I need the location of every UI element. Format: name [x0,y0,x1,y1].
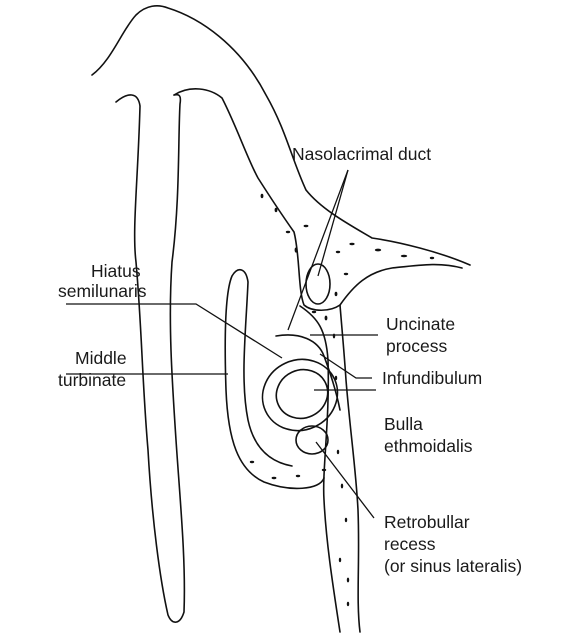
label-uncinate-line-2: process [386,336,448,356]
bone-speck [304,225,309,227]
bone-speck [401,255,407,257]
bone-speck [349,243,354,245]
bone-speck [347,578,349,583]
leader-nasolacrimal-duct [318,170,348,276]
label-bulla-line-1: Bulla [384,414,423,434]
bone-speck [295,247,298,252]
label-middle-turbinate-line-1: Middle [75,348,127,368]
bone-speck [286,231,290,233]
bulla-ethmoidalis-inner [268,361,335,426]
bone-speck [296,475,300,477]
label-hiatus-line-1: Hiatus [91,261,141,281]
label-retrobullar-line-2: recess [384,534,436,554]
bone-speck [333,334,335,339]
bone-speck [250,461,254,463]
bone-speck [261,194,264,198]
bone-speck [335,376,337,380]
bone-speck [344,273,348,275]
diagram-labels: Nasolacrimal duct Hiatus semilunaris Mid… [58,144,522,576]
label-middle-turbinate-line-2: turbinate [58,370,126,390]
bone-speck [336,251,340,253]
bone-speck [341,484,343,489]
bone-speck [430,257,434,259]
retrobullar-recess-shape [296,426,328,454]
uncinate-process-shape [276,335,340,410]
bulla-ethmoidalis-outer [251,347,349,443]
bone-speck [312,311,316,313]
upper-nasal-cavity-outline [174,89,462,310]
bone-speck [272,477,277,479]
label-hiatus-line-2: semilunaris [58,281,147,301]
label-infundibulum: Infundibulum [382,368,482,388]
label-retrobullar-line-1: Retrobullar [384,512,470,532]
label-bulla-line-2: ethmoidalis [384,436,473,456]
middle-turbinate-shape [225,270,324,489]
label-uncinate-line-1: Uncinate [386,314,455,334]
bone-speck [325,316,328,321]
nasolacrimal-duct-lumen [306,264,330,304]
leader-lines [66,170,378,518]
bone-speck [335,292,338,296]
bone-speck [322,469,326,471]
bone-speck [339,558,341,562]
bone-speck [337,450,339,454]
lateral-wall-lower [300,305,360,632]
label-nasolacrimal-duct: Nasolacrimal duct [292,144,431,164]
bone-speck [345,518,347,522]
bone-speck [347,602,349,606]
bone-speck [275,208,278,212]
lateral-nasal-wall-outline [92,6,470,265]
bone-speck [375,249,381,252]
label-retrobullar-line-3: (or sinus lateralis) [384,556,522,576]
